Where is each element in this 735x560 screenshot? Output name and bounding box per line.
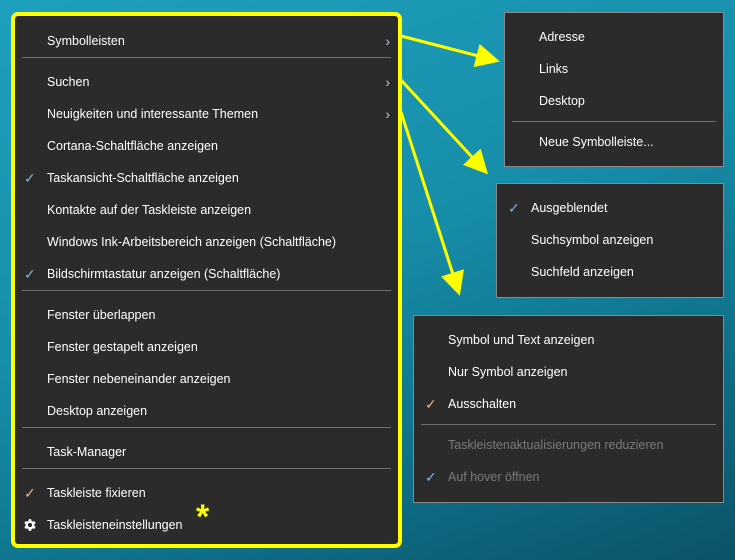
menu-item-label: Auf hover öffnen [448, 470, 540, 484]
taskbar-context-menu: Symbolleisten › Suchen › Neuigkeiten und i… [11, 12, 402, 548]
menu-item-label: Ausgeblendet [531, 201, 608, 215]
menu-item-label: Links [539, 62, 569, 76]
menu-item-taskleiste-fixieren[interactable]: ✓ Taskleiste fixieren [15, 478, 398, 508]
menu-item-aktualisierungen-reduzieren: Taskleistenaktualisierungen reduzieren [414, 430, 723, 460]
menu-item-label: Kontakte auf der Taskleiste anzeigen [47, 203, 252, 217]
menu-item-nur-symbol[interactable]: Nur Symbol anzeigen [414, 357, 723, 387]
menu-item-windows-ink[interactable]: Windows Ink-Arbeitsbereich anzeigen (Sch… [15, 227, 398, 257]
menu-item-label: Neue Symbolleiste... [539, 135, 654, 149]
menu-item-desktop[interactable]: Desktop [505, 86, 723, 116]
menu-item-taskansicht[interactable]: ✓ Taskansicht-Schaltfläche anzeigen [15, 163, 398, 193]
arrow-to-neuigkeiten [399, 111, 464, 296]
menu-item-label: Taskansicht-Schaltfläche anzeigen [47, 171, 239, 185]
chevron-right-icon: › [385, 106, 390, 122]
menu-item-bildschirmtastatur[interactable]: ✓ Bildschirmtastatur anzeigen (Schaltfläc… [15, 259, 398, 289]
suchen-submenu: ✓ Ausgeblendet Suchsymbol anzeigen Suchfe… [496, 183, 724, 298]
menu-item-fenster-nebeneinander[interactable]: Fenster nebeneinander anzeigen [15, 364, 398, 394]
menu-item-suchsymbol[interactable]: Suchsymbol anzeigen [497, 225, 723, 255]
check-icon: ✓ [425, 469, 437, 485]
chevron-right-icon: › [385, 74, 390, 90]
menu-item-suchfeld[interactable]: Suchfeld anzeigen [497, 257, 723, 287]
menu-item-label: Windows Ink-Arbeitsbereich anzeigen (Sch… [47, 235, 337, 249]
divider [512, 121, 716, 122]
menu-item-label: Nur Symbol anzeigen [448, 365, 568, 379]
menu-item-label: Suchsymbol anzeigen [531, 233, 654, 247]
check-icon: ✓ [425, 396, 437, 412]
menu-item-label: Symbolleisten [47, 34, 125, 48]
menu-item-desktop-anzeigen[interactable]: Desktop anzeigen [15, 396, 398, 426]
menu-item-label: Desktop anzeigen [47, 404, 148, 418]
menu-item-label: Taskleisteneinstellungen [47, 518, 183, 532]
menu-item-label: Neuigkeiten und interessante Themen [47, 107, 259, 121]
divider [421, 424, 716, 425]
symbolleisten-submenu: Adresse Links Desktop Neue Symbolleiste.… [504, 12, 724, 167]
divider [22, 290, 391, 291]
menu-item-taskleisteneinstellungen[interactable]: Taskleisteneinstellungen [15, 510, 398, 540]
menu-item-label: Task-Manager [47, 445, 127, 459]
chevron-right-icon: › [385, 33, 390, 49]
menu-item-auf-hover-oeffnen: ✓ Auf hover öffnen [414, 462, 723, 492]
menu-item-label: Fenster überlappen [47, 308, 156, 322]
menu-item-cortana[interactable]: Cortana-Schaltfläche anzeigen [15, 131, 398, 161]
arrow-to-suchen [399, 78, 489, 175]
check-icon: ✓ [508, 200, 520, 216]
menu-item-label: Ausschalten [448, 397, 517, 411]
menu-item-links[interactable]: Links [505, 54, 723, 84]
menu-item-label: Taskleiste fixieren [47, 486, 146, 500]
menu-item-symbol-und-text[interactable]: Symbol und Text anzeigen [414, 325, 723, 355]
menu-item-label: Bildschirmtastatur anzeigen (Schaltfläch… [47, 267, 281, 281]
menu-item-neuigkeiten[interactable]: Neuigkeiten und interessante Themen › [15, 99, 398, 129]
divider [22, 468, 391, 469]
menu-item-fenster-gestapelt[interactable]: Fenster gestapelt anzeigen [15, 332, 398, 362]
menu-item-label: Suchfeld anzeigen [531, 265, 634, 279]
menu-item-neue-symbolleiste[interactable]: Neue Symbolleiste... [505, 127, 723, 157]
neuigkeiten-submenu: Symbol und Text anzeigen Nur Symbol anze… [413, 315, 724, 503]
menu-item-label: Fenster gestapelt anzeigen [47, 340, 198, 354]
menu-item-symbolleisten[interactable]: Symbolleisten › [15, 26, 398, 56]
annotation-asterisk: * [196, 498, 210, 536]
divider [22, 57, 391, 58]
menu-item-ausgeblendet[interactable]: ✓ Ausgeblendet [497, 193, 723, 223]
menu-item-fenster-ueberlappen[interactable]: Fenster überlappen [15, 300, 398, 330]
menu-item-kontakte[interactable]: Kontakte auf der Taskleiste anzeigen [15, 195, 398, 225]
menu-item-suchen[interactable]: Suchen › [15, 67, 398, 97]
menu-item-adresse[interactable]: Adresse [505, 22, 723, 52]
menu-item-label: Taskleistenaktualisierungen reduzieren [448, 438, 664, 452]
check-icon: ✓ [24, 485, 36, 501]
menu-item-label: Desktop [539, 94, 585, 108]
check-icon: ✓ [24, 170, 36, 186]
menu-item-task-manager[interactable]: Task-Manager [15, 437, 398, 467]
gear-icon [24, 519, 36, 531]
arrow-to-symbolleisten [400, 34, 500, 68]
menu-item-label: Fenster nebeneinander anzeigen [47, 372, 231, 386]
menu-item-label: Cortana-Schaltfläche anzeigen [47, 139, 218, 153]
menu-item-label: Symbol und Text anzeigen [448, 333, 595, 347]
menu-item-label: Adresse [539, 30, 585, 44]
menu-item-label: Suchen [47, 75, 90, 89]
check-icon: ✓ [24, 266, 36, 282]
divider [22, 427, 391, 428]
menu-item-ausschalten[interactable]: ✓ Ausschalten [414, 389, 723, 419]
